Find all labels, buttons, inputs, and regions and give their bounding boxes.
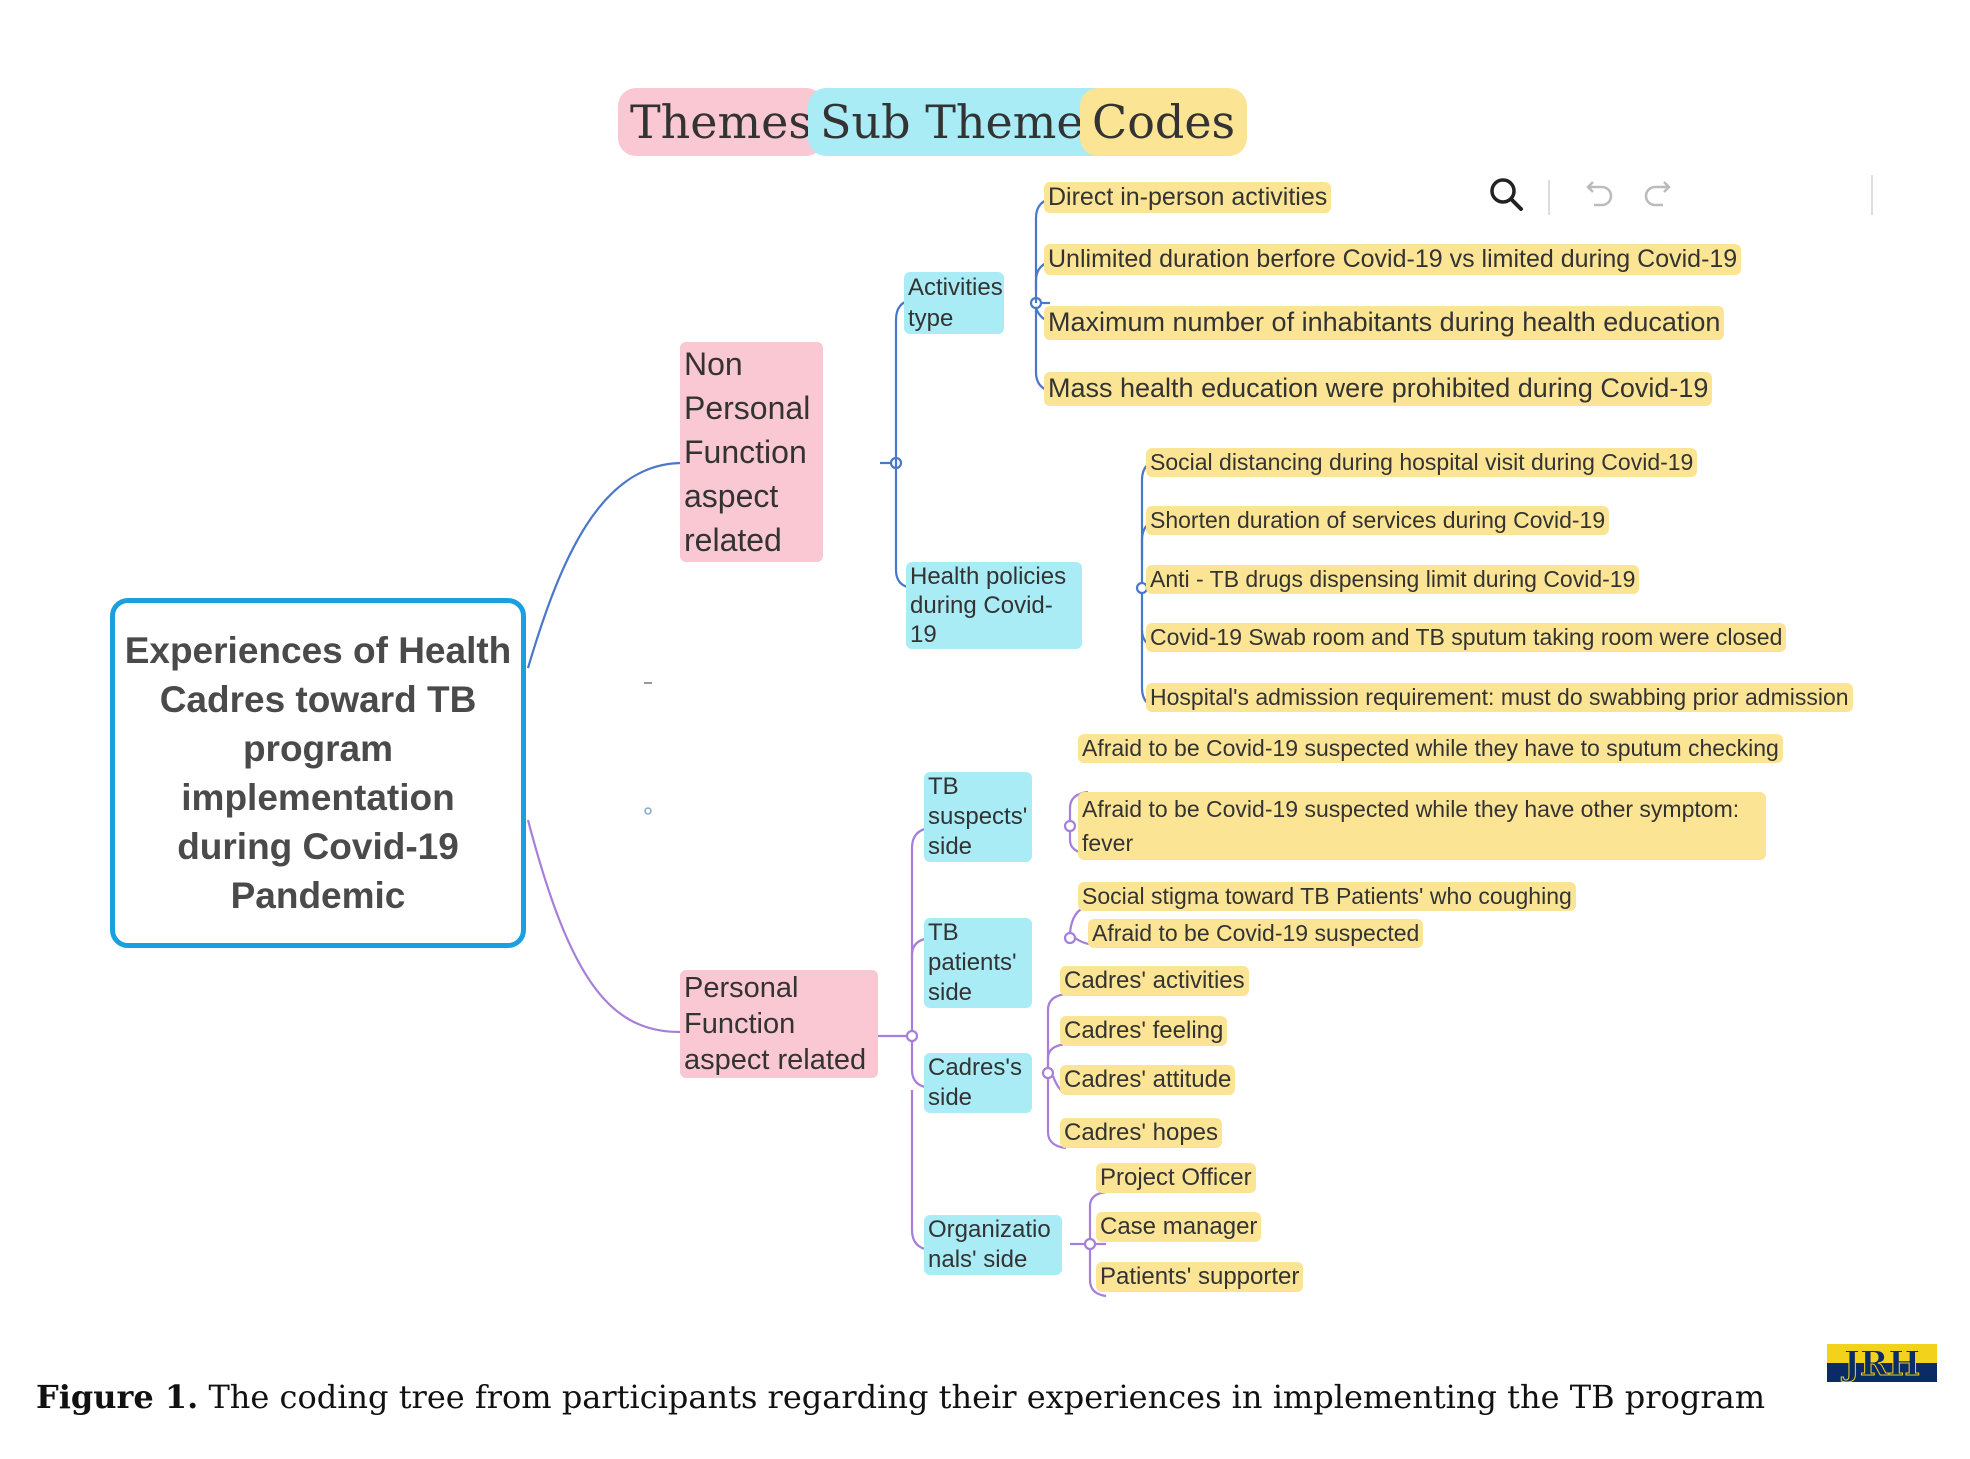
legend-sub-themes: Sub Themes (808, 88, 1120, 156)
code-suspect[interactable]: Afraid to be Covid-19 suspected while th… (1078, 792, 1766, 860)
code-activity[interactable]: Unlimited duration berfore Covid-19 vs l… (1044, 244, 1742, 276)
figure-caption: Figure 1. The coding tree from participa… (36, 1378, 1765, 1416)
code-cadre[interactable]: Cadres' hopes (1060, 1118, 1223, 1148)
code-policy[interactable]: Shorten duration of services during Covi… (1146, 506, 1610, 535)
code-policy[interactable]: Social distancing during hospital visit … (1146, 448, 1698, 477)
code-cadre[interactable]: Cadres' feeling (1060, 1016, 1228, 1046)
subtheme-activities-type[interactable]: Activities type (904, 272, 1004, 334)
legend-themes: Themes (618, 88, 824, 156)
root-label: Experiences of Health Cadres toward TB p… (124, 630, 512, 916)
code-cadre[interactable]: Cadres' activities (1060, 966, 1249, 996)
hub-node (1041, 1066, 1055, 1080)
subtheme-organizations[interactable]: Organizationals' side (924, 1215, 1062, 1275)
code-organization[interactable]: Project Officer (1096, 1163, 1256, 1193)
code-patient[interactable]: Afraid to be Covid-19 suspected (1088, 919, 1424, 948)
code-policy[interactable]: Covid-19 Swab room and TB sputum taking … (1146, 623, 1787, 652)
code-activity[interactable]: Maximum number of inhabitants during hea… (1044, 306, 1725, 340)
caption-text: The coding tree from participants regard… (198, 1378, 1766, 1416)
connector-root-nonpersonal (526, 461, 681, 669)
hub-node (905, 1029, 919, 1043)
code-activity[interactable]: Mass health education were prohibited du… (1044, 372, 1713, 406)
subtheme-tb-patients[interactable]: TB patients' side (924, 918, 1032, 1008)
subtheme-cadres[interactable]: Cadres's side (924, 1053, 1032, 1113)
caption-label: Figure 1. (36, 1378, 199, 1416)
code-policy[interactable]: Anti - TB drugs dispensing limit during … (1146, 565, 1640, 594)
code-organization[interactable]: Patients' supporter (1096, 1262, 1304, 1292)
connector-root-personal (526, 819, 681, 1034)
hub-node (1063, 931, 1077, 945)
connector-org-3 (1088, 1249, 1107, 1298)
theme-personal[interactable]: Personal Function aspect related (680, 970, 878, 1078)
code-suspect[interactable]: Afraid to be Covid-19 suspected while th… (1078, 734, 1783, 763)
code-cadre[interactable]: Cadres' attitude (1060, 1065, 1236, 1095)
code-organization[interactable]: Case manager (1096, 1212, 1262, 1242)
legend-codes: Codes (1080, 88, 1248, 156)
theme-non-personal[interactable]: Non Personal Function aspect related (680, 342, 823, 562)
subtheme-health-policies[interactable]: Health policies during Covid-19 (906, 562, 1082, 649)
root-node[interactable]: Experiences of Health Cadres toward TB p… (110, 598, 526, 948)
subtheme-tb-suspects[interactable]: TB suspects' side (924, 772, 1032, 862)
svg-text:JRH: JRH (1841, 1344, 1920, 1382)
dot-artifact (644, 807, 652, 815)
redo-icon[interactable] (1642, 178, 1672, 212)
code-patient[interactable]: Social stigma toward TB Patients' who co… (1078, 882, 1576, 911)
jrh-logo: JRH (1827, 1344, 1937, 1382)
hub-node (1083, 1237, 1097, 1251)
code-activity[interactable]: Direct in-person activities (1044, 182, 1332, 214)
undo-icon[interactable] (1585, 178, 1615, 212)
search-icon[interactable] (1488, 176, 1524, 212)
code-policy[interactable]: Hospital's admission requirement: must d… (1146, 683, 1853, 712)
hub-node (1063, 819, 1077, 833)
